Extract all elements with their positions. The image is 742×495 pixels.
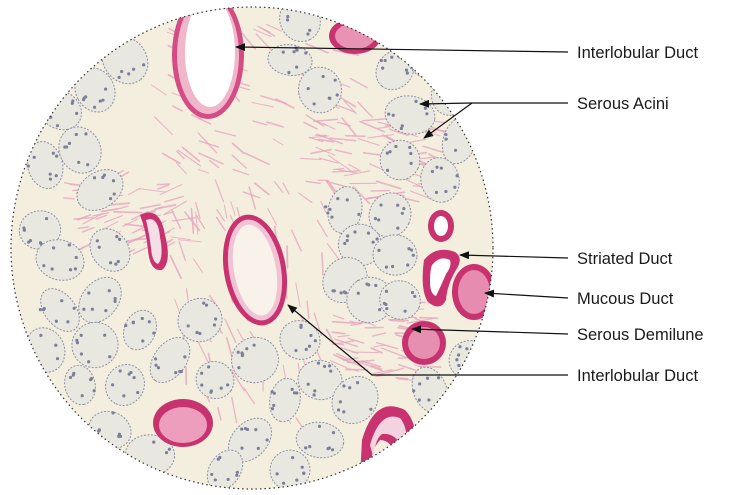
label-serous-demilune: Serous Demilune [577, 326, 704, 344]
labels: Interlobular Duct Serous Acini Striated … [577, 44, 704, 385]
stroma-fiber [346, 136, 365, 137]
label-striated-duct: Striated Duct [577, 250, 673, 268]
stroma-fiber [114, 212, 142, 213]
label-mucous-duct: Mucous Duct [577, 290, 674, 308]
label-interlobular-duct-bottom: Interlobular Duct [577, 367, 698, 385]
stroma-fiber [419, 366, 441, 367]
serous-demilune-structure [402, 321, 446, 365]
microscope-field [0, 0, 520, 495]
stroma-fiber [157, 184, 169, 185]
leader-mucous-duct [485, 293, 568, 298]
duct-lower-left [153, 399, 213, 447]
mucous-duct-structure [452, 264, 496, 320]
label-interlobular-duct-top: Interlobular Duct [577, 44, 698, 62]
label-serous-acini: Serous Acini [577, 95, 669, 113]
stroma-fiber [420, 318, 438, 319]
stroma-fiber [64, 198, 74, 199]
